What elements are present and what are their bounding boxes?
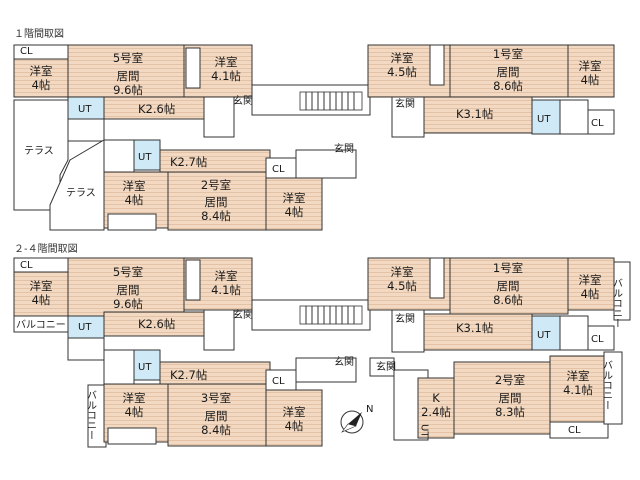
f1-u1-cl: CL: [591, 118, 604, 129]
f2-u3-name: 3号室: [201, 391, 231, 405]
f1-terrace-a: テラス: [24, 145, 54, 157]
f1-terrace-b: テラス: [66, 187, 96, 199]
f1-u1-entrance: 玄関: [395, 97, 415, 110]
f2-u3-kitchen: K2.7帖: [170, 368, 207, 382]
f1-u5-cl: CL: [20, 46, 33, 57]
compass-icon: [340, 410, 364, 434]
f2-u1-entrance: 玄関: [395, 312, 415, 325]
f2-u3-balcony: バルコニー: [85, 390, 97, 440]
floor2-unit5: [13, 257, 253, 361]
f2-u2-ut: UT: [419, 424, 430, 438]
f1-u2-ut: UT: [138, 152, 152, 163]
f1-u5-entrance: 玄関: [233, 94, 253, 107]
f2-u5-ut: UT: [78, 322, 92, 333]
f2-u3-cl: CL: [272, 376, 285, 387]
f2-u1-name: 1号室: [493, 261, 523, 275]
f2-u2-name: 2号室: [495, 373, 525, 387]
f1-stairs: [299, 91, 363, 111]
f2-u3-ut: UT: [138, 362, 152, 373]
f2-u5-cl: CL: [20, 260, 33, 271]
compass-label: N: [366, 404, 373, 415]
f1-u5-ut: UT: [78, 104, 92, 115]
f2-u1-balcony: バルコニー: [611, 278, 623, 328]
f1-u5-kitchen: K2.6帖: [138, 102, 175, 116]
f2-u5-balcony: バルコニー: [16, 319, 66, 331]
f1-u2-name: 2号室: [201, 178, 231, 192]
f1-u1-kitchen: K3.1帖: [456, 107, 493, 121]
f1-u2-entrance: 玄関: [334, 142, 354, 155]
f1-u1-ut: UT: [537, 114, 551, 125]
floor1-unit5: [13, 44, 253, 142]
floor2-title: ２-４階間取図: [14, 243, 78, 255]
f2-u5-name: 5号室: [113, 265, 143, 279]
f2-u5-entrance: 玄関: [233, 308, 253, 321]
floor2-unit3: [87, 349, 357, 448]
f2-u1-cl: CL: [591, 334, 604, 345]
floor1-unit2: [103, 139, 357, 231]
f2-u2-cl: CL: [568, 425, 581, 436]
f2-stairs: [299, 305, 363, 325]
f2-u2-entrance: 玄関: [376, 360, 396, 373]
f2-u5-kitchen: K2.6帖: [138, 317, 175, 331]
f2-u3-entrance: 玄関: [334, 355, 354, 368]
f1-u1-name: 1号室: [493, 47, 523, 61]
f1-terrace: [13, 99, 105, 231]
floor1-unit1: [367, 44, 615, 138]
floor2-unit1: [367, 257, 631, 353]
f2-u1-ut: UT: [537, 330, 551, 341]
floor2-unit2: [369, 351, 623, 441]
f1-u5-name: 5号室: [113, 51, 143, 65]
f2-u1-kitchen: K3.1帖: [456, 321, 493, 335]
floor1-title: １階間取図: [14, 28, 64, 40]
f2-u2-balcony: バルコニー: [601, 360, 613, 410]
f1-u2-kitchen: K2.7帖: [170, 155, 207, 169]
f1-u2-cl: CL: [272, 164, 285, 175]
